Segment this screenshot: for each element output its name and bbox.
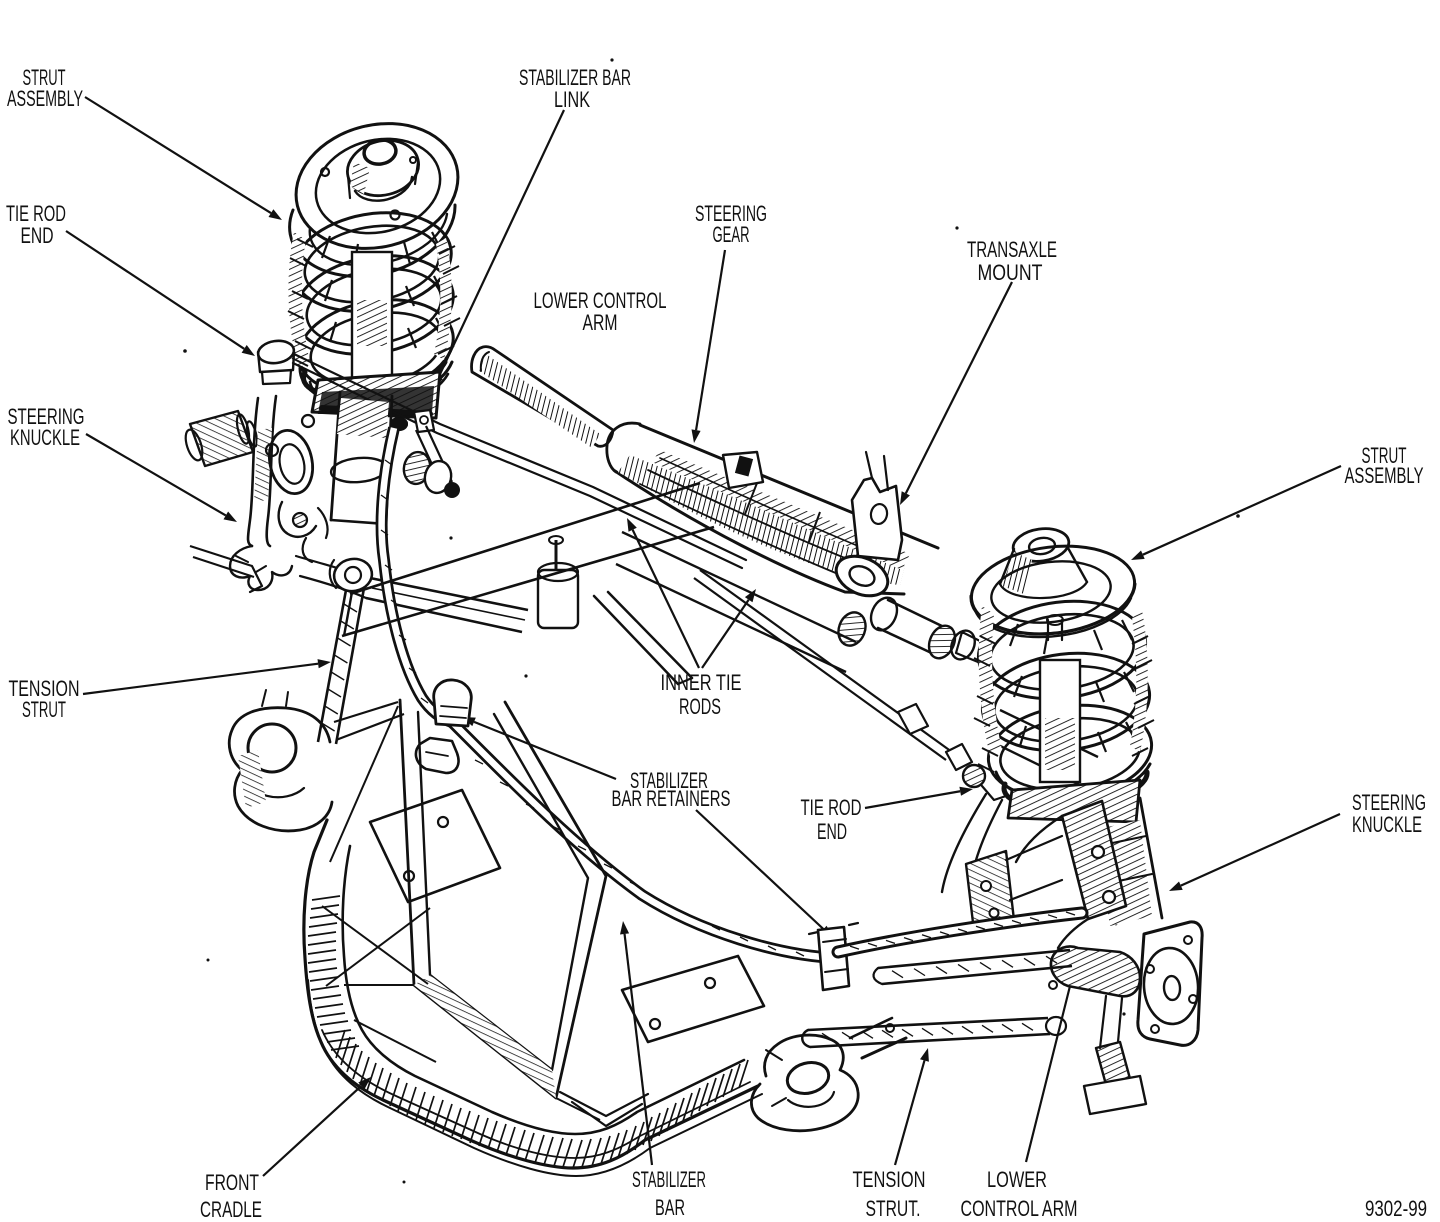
svg-text:STABILIZER BAR: STABILIZER BAR [519,65,631,90]
svg-text:STABILIZER: STABILIZER [630,768,708,793]
svg-text:ARM: ARM [583,310,618,335]
svg-text:TIE ROD: TIE ROD [801,795,862,820]
svg-text:9302-99: 9302-99 [1365,1196,1427,1221]
svg-text:KNUCKLE: KNUCKLE [10,425,80,450]
svg-text:LINK: LINK [554,87,590,112]
svg-text:RODS: RODS [679,694,721,719]
svg-text:KNUCKLE: KNUCKLE [1352,812,1422,837]
svg-text:CRADLE: CRADLE [200,1197,262,1222]
svg-text:MOUNT: MOUNT [978,260,1043,285]
svg-text:LOWER: LOWER [987,1167,1047,1192]
svg-text:BAR RETAINERS: BAR RETAINERS [612,786,731,811]
svg-text:TRANSAXLE: TRANSAXLE [967,237,1057,262]
svg-text:STRUT: STRUT [23,65,66,90]
svg-text:STRUT: STRUT [22,697,66,722]
svg-text:FRONT: FRONT [205,1170,259,1195]
svg-text:BAR: BAR [655,1195,685,1220]
svg-text:STRUT: STRUT [1362,443,1407,468]
svg-text:ASSEMBLY: ASSEMBLY [7,86,83,111]
svg-text:TENSION: TENSION [853,1167,926,1192]
svg-text:STEERING: STEERING [8,404,85,429]
svg-text:GEAR: GEAR [713,222,750,247]
svg-text:STEERING: STEERING [695,201,767,226]
svg-text:STEERING: STEERING [1352,790,1426,815]
svg-text:STABILIZER: STABILIZER [632,1167,706,1192]
svg-text:END: END [817,819,847,844]
svg-text:END: END [21,223,54,248]
svg-text:TENSION: TENSION [9,676,80,701]
svg-text:LOWER CONTROL: LOWER CONTROL [534,288,667,313]
svg-text:CONTROL ARM: CONTROL ARM [961,1196,1078,1221]
svg-text:INNER TIE: INNER TIE [661,670,742,695]
svg-text:TIE ROD: TIE ROD [6,201,66,226]
svg-text:ASSEMBLY: ASSEMBLY [1345,463,1424,488]
svg-text:STRUT.: STRUT. [866,1196,921,1221]
